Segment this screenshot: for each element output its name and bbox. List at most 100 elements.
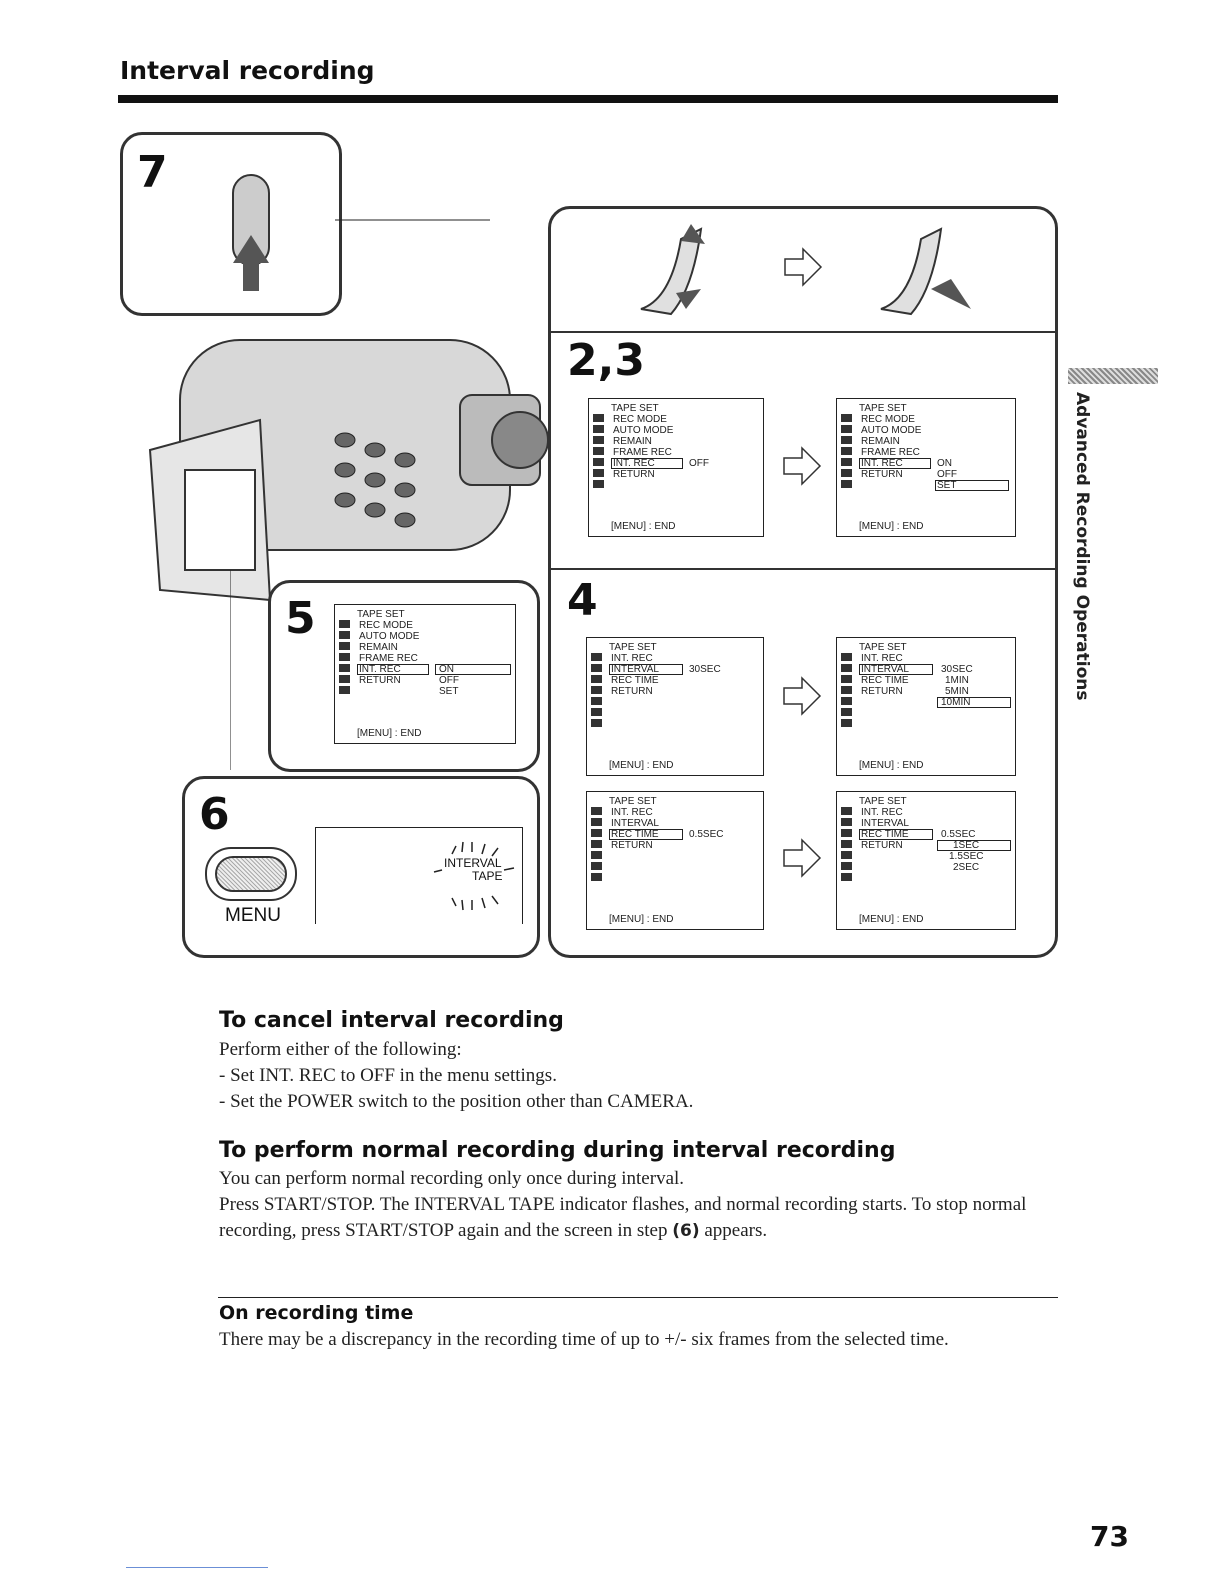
step-6-number: 6 (199, 789, 230, 840)
step-5-number: 5 (285, 593, 316, 644)
menu-item: RETURN (861, 469, 903, 480)
menu-end-hint: [MENU] : END (859, 914, 924, 925)
menu-screen-f: TAPE SET INT. REC INTERVAL REC TIME RETU… (836, 791, 1016, 930)
arrow-right-icon (783, 446, 822, 486)
arrow-right-icon (783, 838, 822, 878)
normal-recording-line: You can perform normal recording only on… (219, 1168, 685, 1189)
menu-screen-b: TAPE SET REC MODE AUTO MODE REMAIN FRAME… (836, 398, 1016, 537)
menu-end-hint: [MENU] : END (859, 521, 924, 532)
menu-option-highlight (937, 840, 1011, 851)
menu-item: AUTO MODE (861, 425, 922, 436)
menu-highlight (859, 829, 933, 840)
menu-item: FRAME REC (613, 447, 672, 458)
menu-highlight (859, 664, 933, 675)
menu-option: 0.5SEC (941, 829, 976, 840)
normal-recording-paragraph: Press START/STOP. The INTERVAL TAPE indi… (219, 1192, 1039, 1244)
menu-end-hint: [MENU] : END (609, 760, 674, 771)
menu-item: FRAME REC (359, 653, 418, 664)
menu-item: INTERVAL (861, 818, 909, 829)
menu-item-selected: INTERVAL (611, 664, 659, 675)
menu-highlight (609, 829, 683, 840)
menu-end-hint: [MENU] : END (611, 521, 676, 532)
step-7-panel: 7 (120, 132, 342, 316)
note-text: There may be a discrepancy in the record… (219, 1329, 949, 1350)
top-divider (551, 331, 1055, 333)
step-6-panel: 6 MENU INTERVAL TAPE (182, 776, 540, 958)
menu-screen-step5: TAPE SET REC MODE AUTO MODE REMAIN FRAME… (334, 604, 516, 744)
menu-highlight (357, 664, 429, 675)
note-rule (218, 1297, 1058, 1298)
step-7-number: 7 (137, 147, 168, 198)
menu-item-selected: INT. REC (613, 458, 655, 469)
menu-item: INT. REC (611, 653, 653, 664)
normal-recording-heading: To perform normal recording during inter… (219, 1138, 896, 1163)
menu-item: REC MODE (861, 414, 915, 425)
menu-item-selected: INTERVAL (861, 664, 909, 675)
section-tab-marker (1068, 368, 1158, 384)
menu-button-outer (205, 847, 297, 901)
menu-item: INTERVAL (611, 818, 659, 829)
menu-title: TAPE SET (357, 609, 405, 620)
menu-option-selected: 1SEC (953, 840, 980, 851)
menu-screen-a: TAPE SET REC MODE AUTO MODE REMAIN FRAME… (588, 398, 764, 537)
menu-icons (591, 807, 605, 884)
menu-item-selected: INT. REC (861, 458, 903, 469)
menu-item: RETURN (611, 686, 653, 697)
menu-option-selected: ON (439, 664, 454, 675)
menu-item: REC MODE (359, 620, 413, 631)
title-rule (118, 95, 1058, 103)
menu-option: ON (937, 458, 952, 469)
menu-item: REC TIME (861, 675, 909, 686)
arrow-right-icon (784, 247, 823, 287)
middle-divider (551, 568, 1055, 570)
menu-item: FRAME REC (861, 447, 920, 458)
camcorder-illustration (148, 339, 549, 602)
step-reference: (6) (672, 1221, 700, 1241)
menu-item: RETURN (861, 840, 903, 851)
dial-turn-illustration (640, 224, 705, 316)
menu-screen-e: TAPE SET INT. REC INTERVAL REC TIME RETU… (586, 791, 764, 930)
interval-indicator: INTERVAL (444, 856, 502, 870)
section-tab: Advanced Recording Operations (1068, 392, 1098, 700)
power-switch-illustration (232, 174, 270, 291)
menu-item: INT. REC (861, 653, 903, 664)
menu-item-selected: INT. REC (359, 664, 401, 675)
menu-highlight (609, 664, 683, 675)
cancel-heading: To cancel interval recording (219, 1008, 564, 1033)
viewfinder-screen: INTERVAL TAPE (315, 827, 523, 924)
dial-press-illustration (880, 227, 971, 316)
menu-button[interactable] (215, 856, 287, 892)
menu-item: REMAIN (861, 436, 900, 447)
menu-end-hint: [MENU] : END (609, 914, 674, 925)
menu-item: REC MODE (613, 414, 667, 425)
menu-title: TAPE SET (609, 796, 657, 807)
menu-option: 1MIN (945, 675, 969, 686)
menu-item: REMAIN (359, 642, 398, 653)
menu-item: INT. REC (861, 807, 903, 818)
menu-option: OFF (439, 675, 459, 686)
menu-title: TAPE SET (859, 403, 907, 414)
step-2-3-number: 2,3 (567, 335, 645, 386)
menu-option-selected: 10MIN (941, 697, 971, 708)
menu-title: TAPE SET (859, 796, 907, 807)
tape-indicator: TAPE (472, 869, 503, 883)
connector-lines (230, 219, 490, 770)
normal-recording-text-end: appears. (704, 1220, 768, 1241)
menu-option: SET (439, 686, 459, 697)
menu-icons (841, 414, 855, 491)
note-heading: On recording time (219, 1302, 414, 1324)
menu-end-hint: [MENU] : END (859, 760, 924, 771)
step-4-number: 4 (567, 575, 598, 626)
menu-value: OFF (689, 458, 709, 469)
cancel-line: - Set INT. REC to OFF in the menu settin… (219, 1065, 557, 1086)
menu-item-selected: REC TIME (611, 829, 659, 840)
menu-item: RETURN (611, 840, 653, 851)
menu-end-hint: [MENU] : END (357, 728, 422, 739)
normal-recording-text: Press START/STOP. The INTERVAL TAPE indi… (219, 1194, 1027, 1241)
menu-option-highlight (435, 664, 511, 675)
menu-item: RETURN (613, 469, 655, 480)
menu-option-highlight (937, 697, 1011, 708)
menu-value: 0.5SEC (689, 829, 724, 840)
menu-item-selected: REC TIME (861, 829, 909, 840)
menu-button-label: MENU (225, 905, 281, 926)
